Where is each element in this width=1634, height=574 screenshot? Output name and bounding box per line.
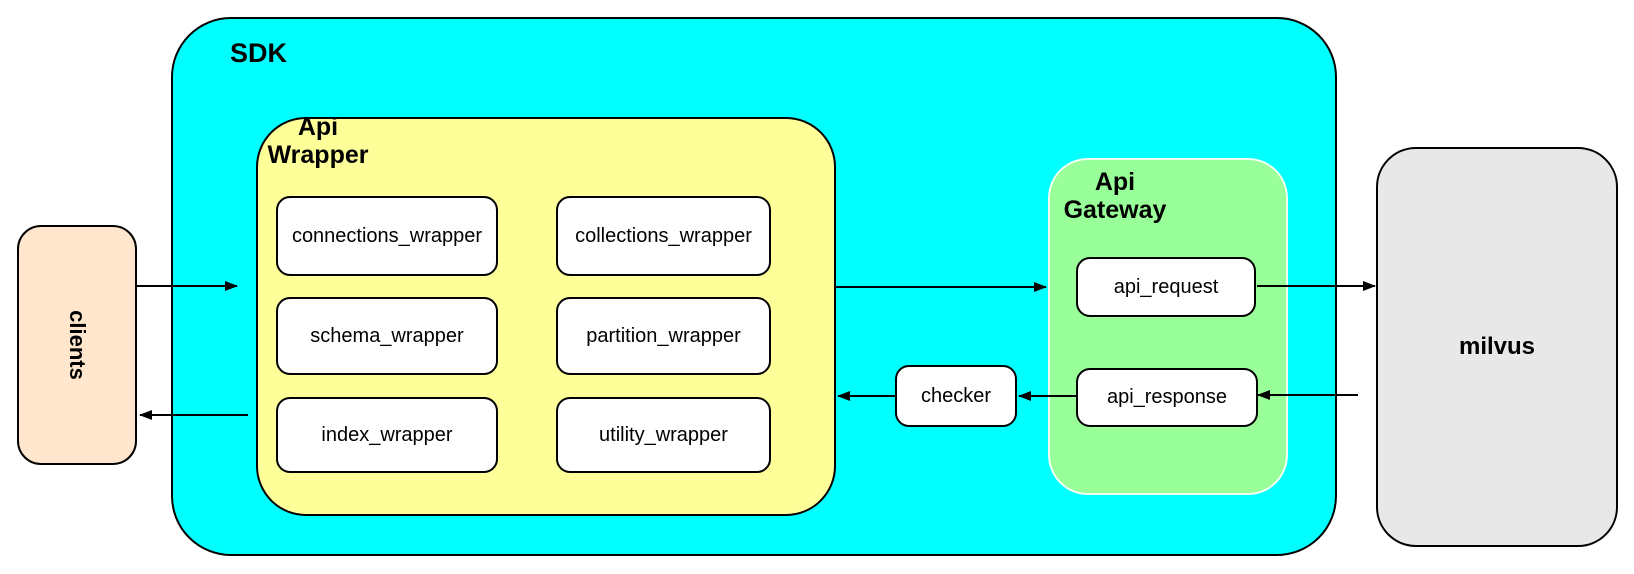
clients-box: clients [17,225,137,465]
schema-wrapper-node: schema_wrapper [276,297,498,375]
clients-label: clients [64,310,90,380]
collections-wrapper-node: collections_wrapper [556,196,771,276]
api-gateway-label: Api Gateway [1063,168,1167,225]
utility-wrapper-node: utility_wrapper [556,397,771,473]
milvus-box: milvus [1376,147,1618,547]
index-wrapper-node: index_wrapper [276,397,498,473]
milvus-label: milvus [1458,333,1536,360]
checker-node: checker [895,365,1017,427]
connections-wrapper-node: connections_wrapper [276,196,498,276]
sdk-label: SDK [230,38,288,68]
partition-wrapper-node: partition_wrapper [556,297,771,375]
api-response-node: api_response [1076,368,1258,427]
api-wrapper-label: Api Wrapper [267,113,369,170]
api-gateway-box [1048,158,1288,495]
api-request-node: api_request [1076,257,1256,317]
